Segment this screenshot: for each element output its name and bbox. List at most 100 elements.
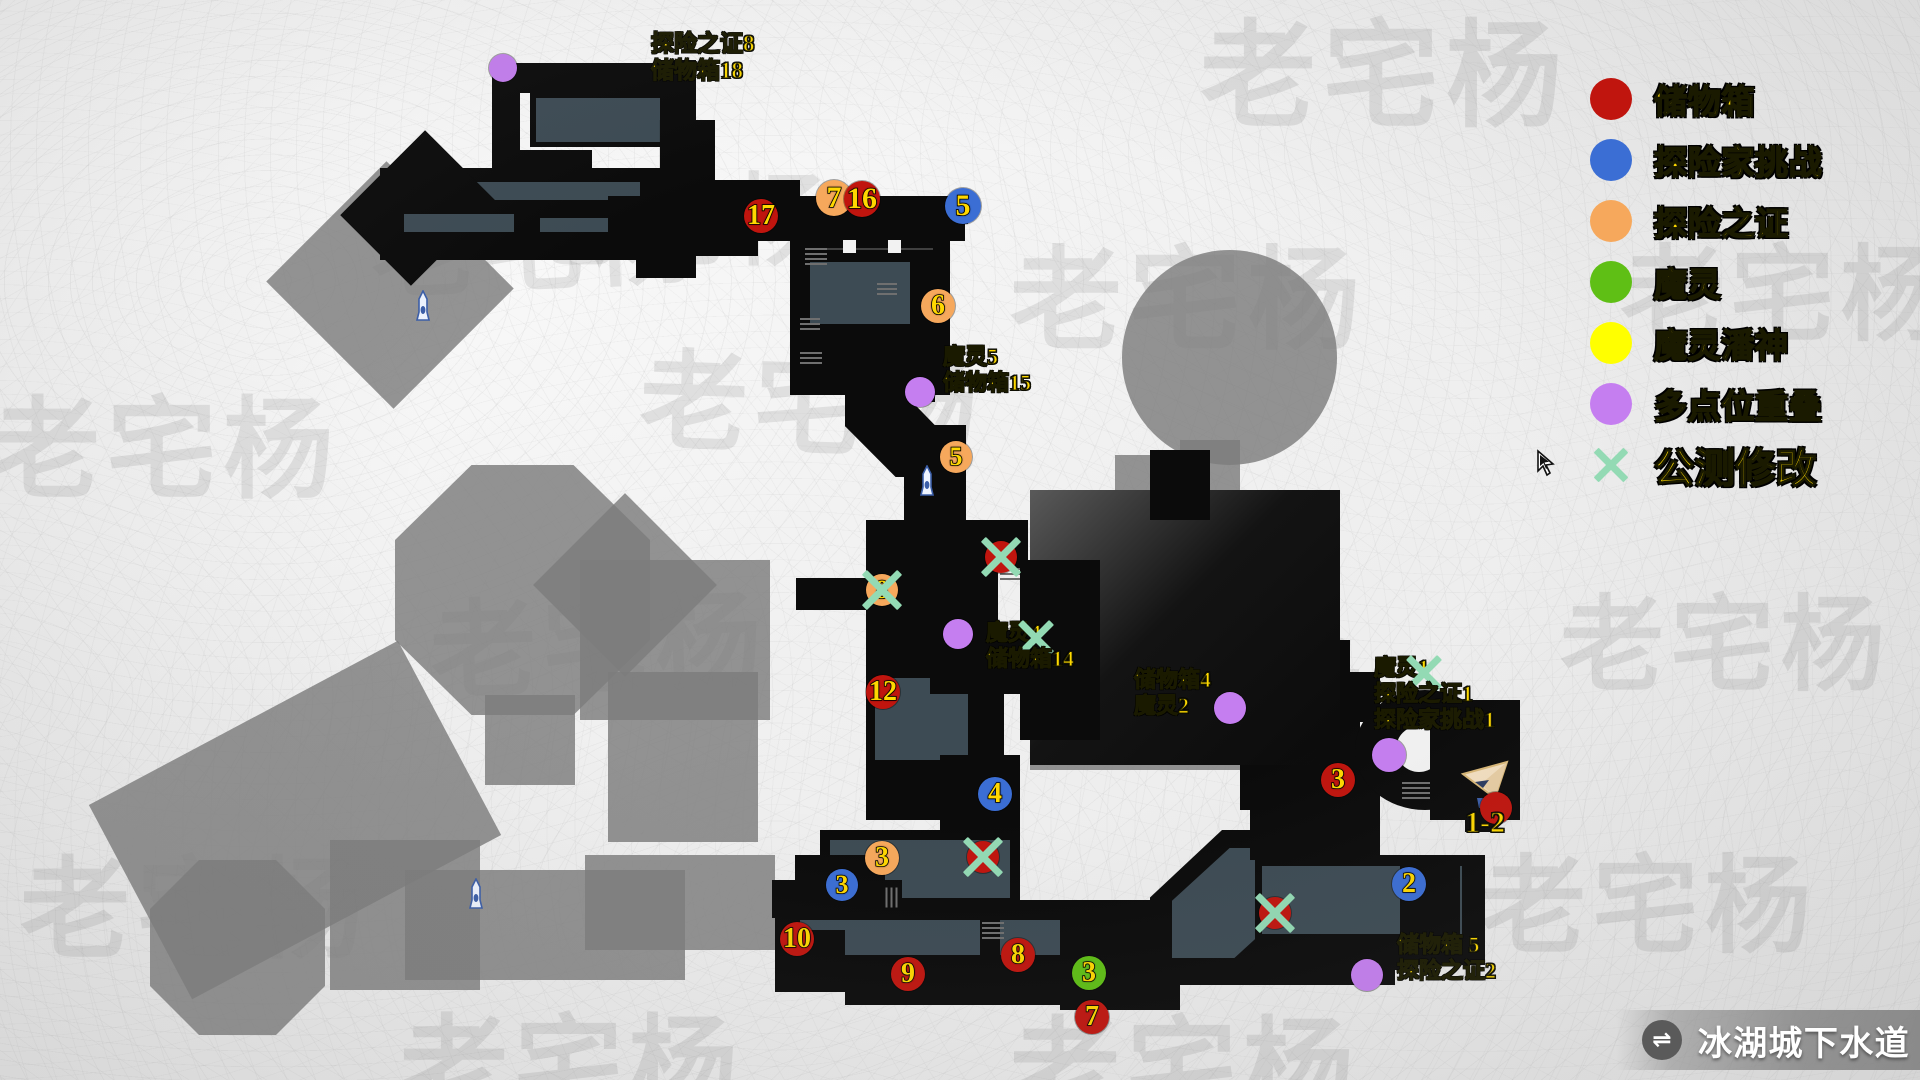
map-marker-purple[interactable] (489, 54, 517, 82)
label-line: 储物箱 5 (1396, 931, 1496, 958)
legend-item-7[interactable]: 公测修改 (1590, 438, 1910, 492)
map-marker-red[interactable]: 9 (891, 957, 925, 991)
map-marker-red[interactable]: 7 (1075, 1000, 1109, 1034)
map-annotation-label: 魔灵4储物箱14 (985, 619, 1074, 672)
marker-number: 5 (949, 443, 964, 471)
stairs-icon (805, 248, 827, 268)
map-marker-orange[interactable]: 6 (921, 289, 955, 323)
marker-number: 4 (987, 779, 1003, 809)
player-position-arrow (1460, 760, 1509, 808)
legend-cross-icon (1590, 444, 1632, 486)
map-marker-red[interactable]: 8 (1001, 938, 1035, 972)
marker-number: 16 (846, 183, 878, 215)
map-marker-orange[interactable]: 3 (865, 841, 899, 875)
map-marker-purple[interactable] (1214, 692, 1246, 724)
door-marker (843, 240, 856, 253)
legend-label: 储物箱 (1653, 84, 1755, 121)
mouse-cursor (1537, 449, 1555, 477)
marker-number: 3 (835, 871, 850, 899)
map-marker-purple[interactable] (943, 619, 973, 649)
map-marker-orange[interactable]: 5 (940, 441, 972, 473)
map-marker-red[interactable] (1480, 792, 1512, 824)
map-marker-blue[interactable]: 5 (945, 188, 981, 224)
unexplored-region (1122, 250, 1337, 465)
map-marker-orange[interactable]: 7 (816, 180, 852, 216)
stairs-icon (800, 318, 820, 333)
marker-number: 7 (1084, 1002, 1100, 1032)
flame-icon (468, 878, 484, 909)
unexplored-region (608, 672, 758, 842)
legend-color-swatch (1590, 200, 1632, 242)
marker-number: 2 (1401, 869, 1417, 899)
legend-label: 探险之证 (1653, 206, 1789, 243)
zone-name-label: 冰湖城下水道 (1697, 1025, 1910, 1063)
flame-icon (415, 290, 431, 321)
map-marker-blue[interactable]: 2 (1392, 867, 1426, 901)
corridor (845, 955, 1095, 1005)
map-marker-purple[interactable] (1351, 959, 1383, 991)
swap-icon[interactable]: ⇌ (1641, 1020, 1682, 1060)
label-line: 探险之证1 (1373, 680, 1495, 707)
marker-number: 3 (1081, 958, 1097, 988)
label-line: 储物箱15 (942, 369, 1031, 396)
map-annotation-label: 储物箱4魔灵2 (1133, 666, 1211, 719)
marker-number: 12 (868, 677, 898, 707)
map-marker-purple[interactable] (1372, 738, 1406, 772)
marker-number: 3 (874, 843, 890, 873)
label-line: 探险之证2 (1396, 957, 1496, 984)
label-line: 1-2 (1464, 805, 1505, 840)
legend-label: 魔灵潘神 (1653, 328, 1789, 365)
stairs-icon (1402, 782, 1430, 802)
label-line: 探险之证8 (650, 30, 755, 57)
label-line: 魔灵5 (942, 343, 1031, 370)
map-marker-red[interactable]: 10 (780, 922, 814, 956)
marker-number: 5 (955, 190, 972, 222)
label-line: 储物箱14 (985, 645, 1074, 672)
map-annotation-label: 魔灵1探险之证1探险家挑战1 (1373, 654, 1495, 733)
label-line: 储物箱4 (1133, 666, 1211, 693)
map-marker-purple[interactable] (905, 377, 935, 407)
label-line: 魔灵2 (1133, 692, 1211, 719)
marker-number: 6 (930, 291, 946, 321)
map-annotation-label: 1-2 (1464, 805, 1505, 840)
map-marker-red[interactable]: 3 (1321, 763, 1355, 797)
marker-number: 3 (1330, 765, 1346, 795)
flame-icon (919, 465, 935, 496)
unexplored-region (150, 860, 325, 1035)
legend-item-4[interactable]: 魔灵 (1590, 255, 1910, 309)
map-marker-red[interactable]: 17 (744, 199, 778, 233)
water-area (540, 218, 620, 232)
legend-color-swatch (1590, 139, 1632, 181)
zone-status-bar[interactable]: ⇌ 冰湖城下水道 (1615, 1010, 1920, 1070)
marker-number: 9 (900, 959, 916, 989)
legend-label: 魔灵 (1653, 267, 1722, 304)
map-marker-red[interactable]: 12 (866, 675, 900, 709)
map-annotation-label: 储物箱 5探险之证2 (1396, 931, 1496, 984)
legend-color-swatch (1590, 383, 1632, 425)
room-divider (818, 248, 933, 250)
legend-item-5[interactable]: 魔灵潘神 (1590, 316, 1910, 370)
map-annotation-label: 魔灵5储物箱15 (942, 343, 1031, 396)
legend-label: 探险家挑战 (1653, 145, 1823, 182)
map-marker-blue[interactable]: 4 (978, 777, 1012, 811)
legend-label: 多点位重叠 (1653, 389, 1823, 426)
marker-number: 10 (782, 924, 812, 954)
water-area (404, 214, 514, 232)
label-line: 储物箱18 (650, 57, 755, 84)
map-marker-red[interactable]: 16 (844, 181, 880, 217)
legend-color-swatch (1590, 261, 1632, 303)
legend-item-6[interactable]: 多点位重叠 (1590, 377, 1910, 431)
stairs-icon (800, 352, 822, 367)
marker-number: 7 (826, 182, 843, 214)
corridor (1150, 450, 1210, 520)
map-marker-blue[interactable]: 3 (826, 869, 858, 901)
legend-item-3[interactable]: 探险之证 (1590, 194, 1910, 248)
stairs-icon (982, 922, 1004, 942)
label-line: 探险家挑战1 (1373, 706, 1495, 733)
legend-color-swatch (1590, 322, 1632, 364)
stairs-icon (877, 283, 897, 298)
legend-item-1[interactable]: 储物箱 (1590, 72, 1910, 126)
legend-item-2[interactable]: 探险家挑战 (1590, 133, 1910, 187)
map-marker-green[interactable]: 3 (1072, 956, 1106, 990)
